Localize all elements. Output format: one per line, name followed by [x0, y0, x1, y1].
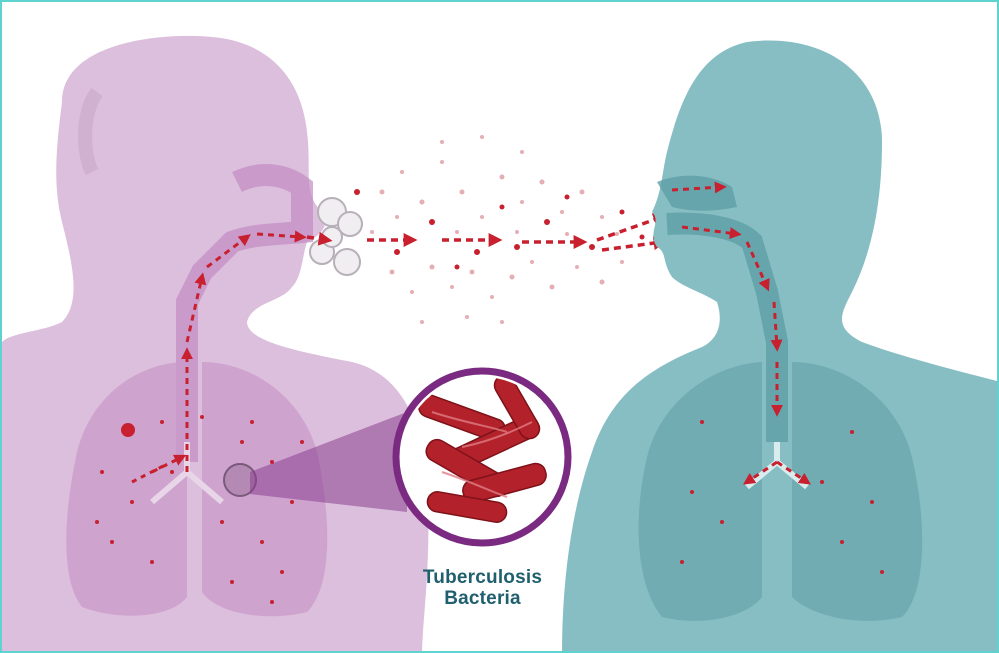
magnified-bacteria-icon — [396, 371, 568, 543]
infected-person-figure — [2, 36, 428, 653]
caption-line-1: Tuberculosis — [400, 567, 565, 588]
caption-line-2: Bacteria — [400, 588, 565, 609]
droplet-cloud-icon — [310, 198, 362, 275]
bacteria-caption: Tuberculosis Bacteria — [400, 567, 565, 609]
healthy-person-figure — [562, 40, 999, 653]
